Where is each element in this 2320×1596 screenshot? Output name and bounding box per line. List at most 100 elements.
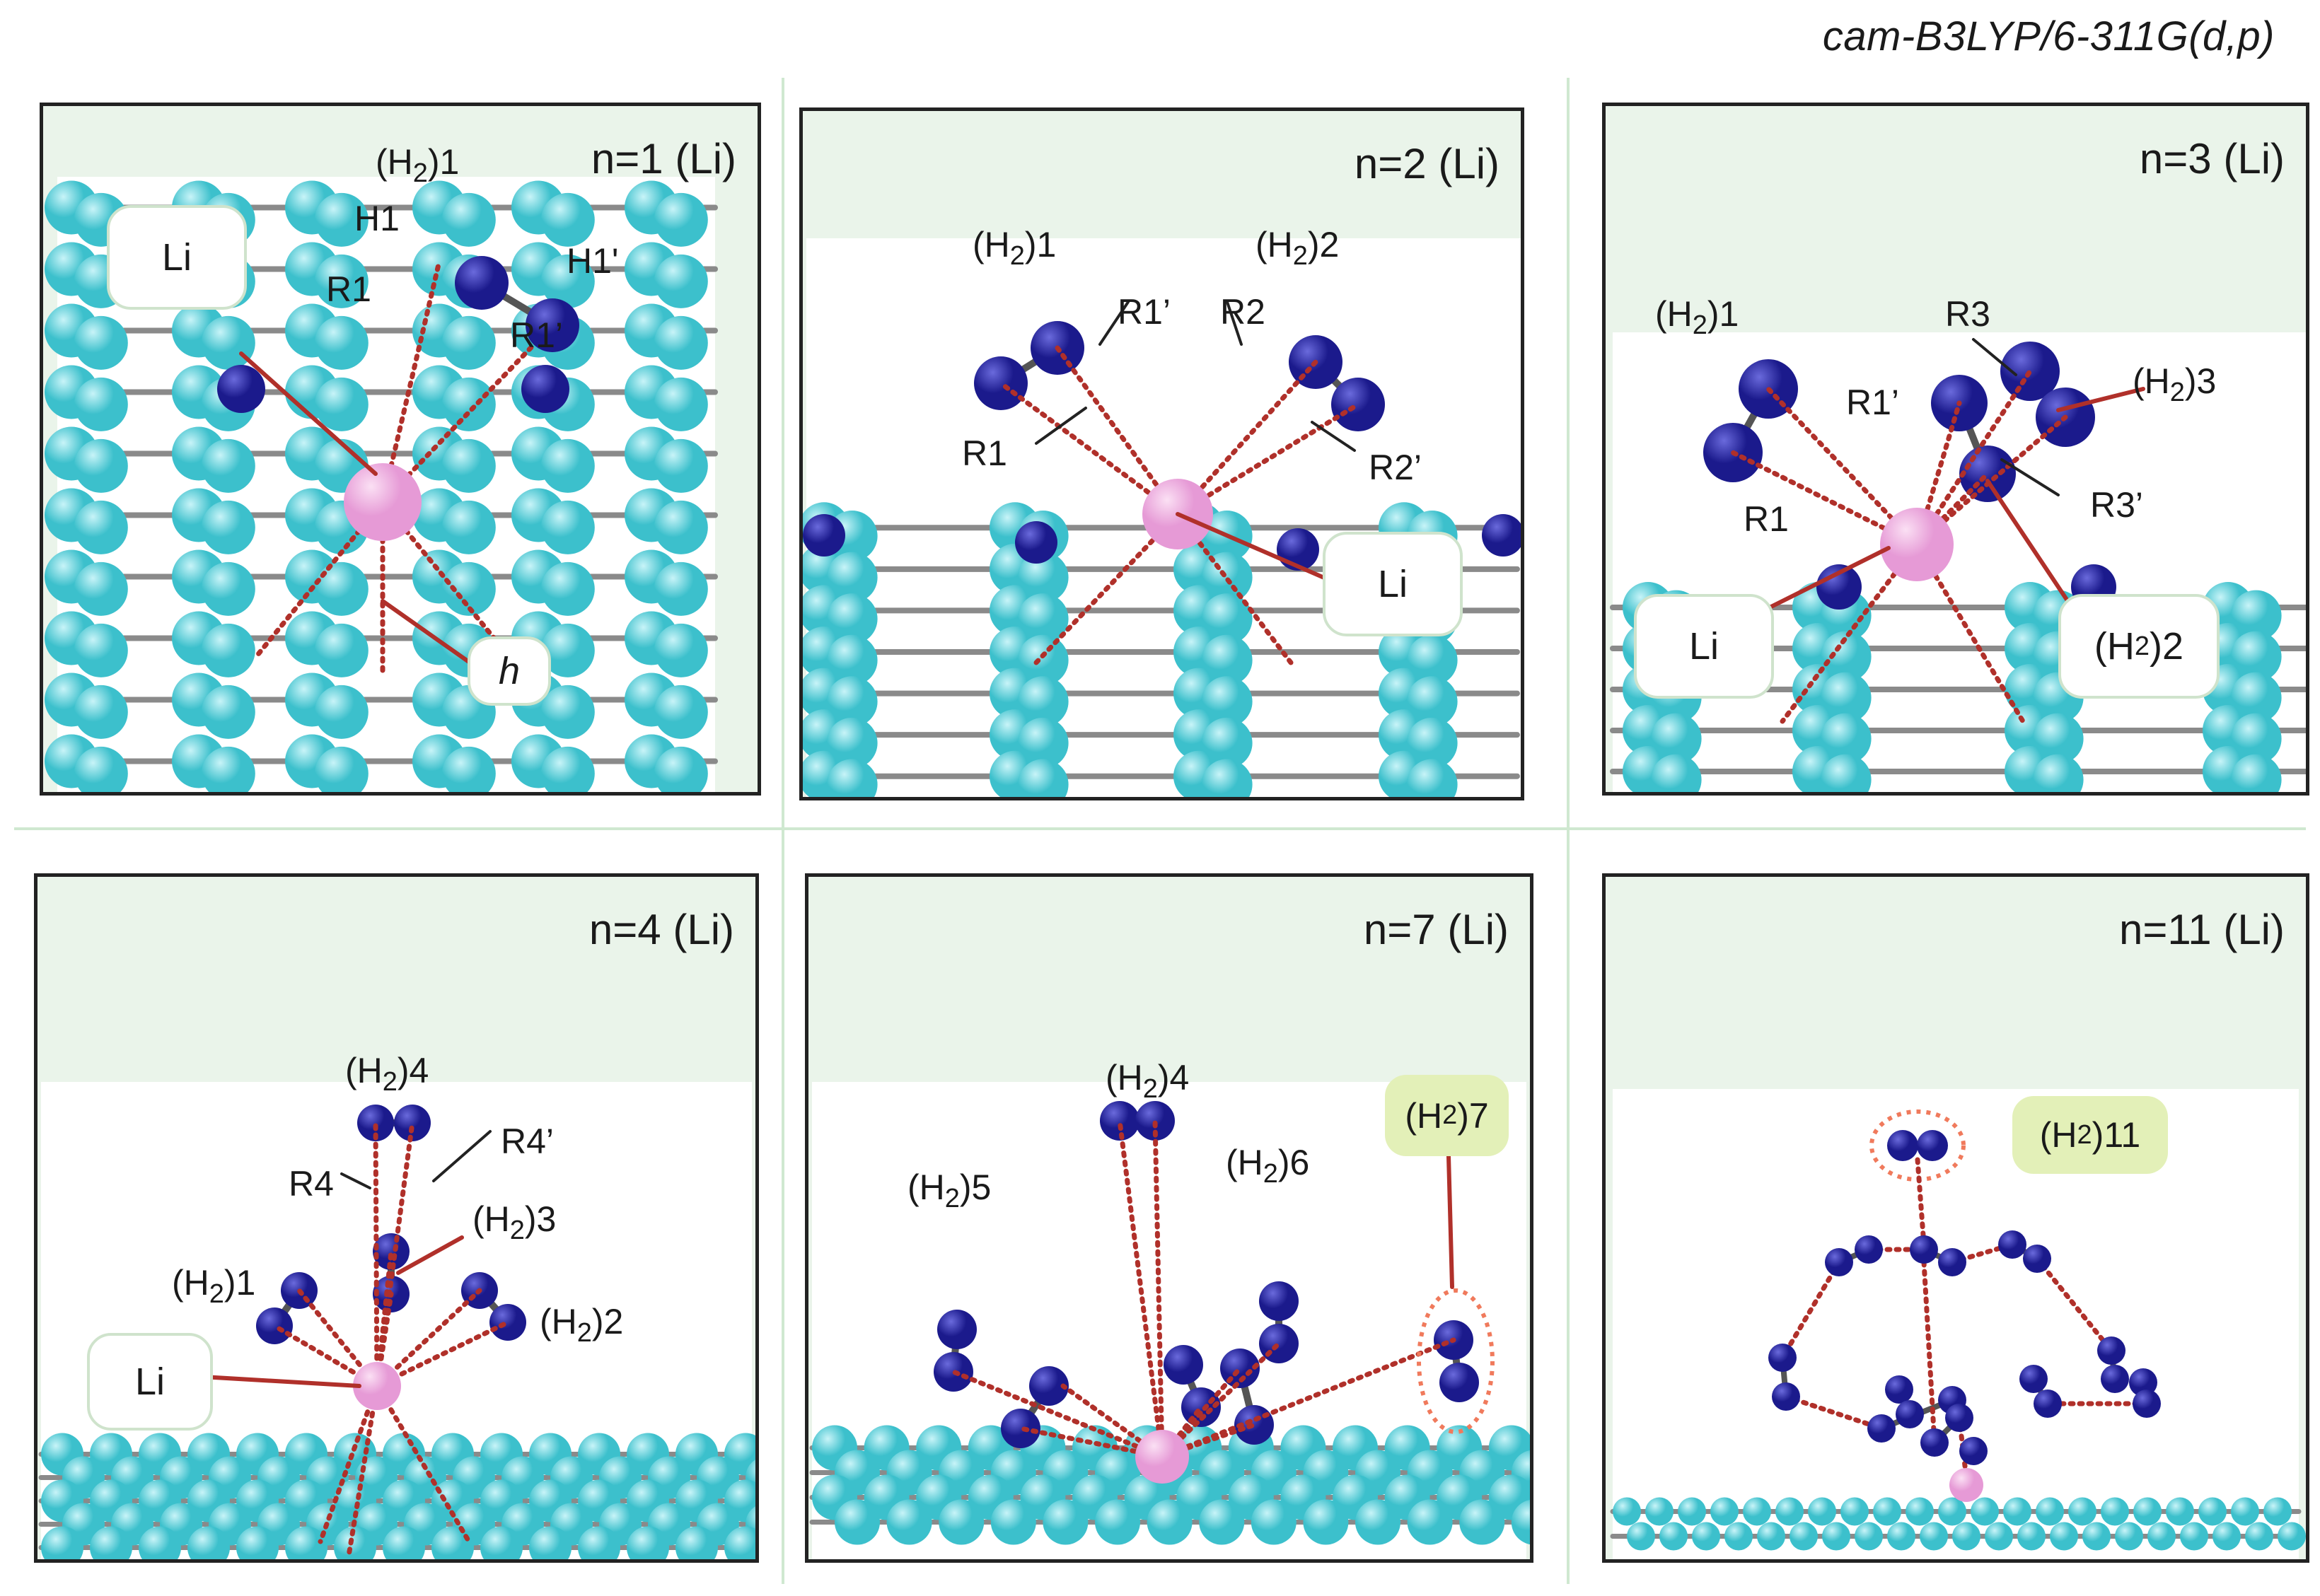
contact-line	[374, 1383, 472, 1544]
carbon-atom	[314, 685, 369, 739]
carbon-atom	[1775, 1497, 1804, 1526]
hydrogen-atom	[803, 514, 845, 557]
leader-line	[1311, 421, 1356, 452]
carbon-atom	[2036, 1497, 2064, 1526]
hydrogen-atom	[373, 1233, 410, 1270]
panel-n4: n=4 (Li) Li (H2)4 R4’ R4 (H2)3 (H2)1 (H2…	[34, 873, 759, 1563]
panel-title: n=7 (Li)	[1363, 906, 1509, 953]
carbon-atom	[675, 1526, 718, 1559]
carbon-atom	[1017, 634, 1069, 686]
hydrogen-atom	[217, 365, 265, 413]
carbon-atom	[1459, 1499, 1505, 1545]
label-h2-1: (H2)1	[1655, 294, 1739, 340]
hydrogen-atom	[1772, 1382, 1800, 1411]
hydrogen-atom	[2129, 1368, 2157, 1397]
carbon-atom	[74, 561, 128, 616]
carbon-atom	[1887, 1522, 1915, 1551]
carbon-atom	[74, 746, 128, 792]
label-r3-prime: R3’	[2090, 485, 2144, 525]
leader-line	[1752, 546, 1891, 617]
hydrogen-atom	[394, 1105, 431, 1141]
li-tag: Li	[87, 1333, 213, 1431]
carbon-atom	[2032, 754, 2084, 792]
leader-line	[1035, 407, 1087, 445]
carbon-atom	[314, 192, 369, 247]
carbon-atom	[236, 1526, 279, 1559]
carbon-atom	[74, 685, 128, 739]
carbon-atom	[2082, 1522, 2111, 1551]
carbon-atom	[1627, 1522, 1655, 1551]
hydrogen-atom	[1867, 1414, 1896, 1443]
contact-line	[1117, 1118, 1165, 1460]
label-r2: R2	[1220, 292, 1265, 332]
label-h2-5: (H2)5	[907, 1167, 992, 1213]
carbon-atom	[74, 623, 128, 677]
carbon-atom	[74, 315, 128, 370]
leader-line	[239, 351, 378, 476]
label-h2-1: (H2)1	[973, 225, 1057, 271]
carbon-atom	[1201, 759, 1253, 797]
carbon-atom	[627, 1526, 669, 1559]
carbon-atom	[1840, 1497, 1869, 1526]
carbon-atom	[1757, 1522, 1785, 1551]
carbon-atom	[74, 500, 128, 554]
molecule-scene-n7	[809, 1082, 1530, 1559]
carbon-atom	[1406, 634, 1458, 686]
label-h2-3: (H2)3	[472, 1199, 557, 1245]
panel-n1: n=1 (Li) Li h (H2)1 H1 H1' R1 R1’	[40, 103, 761, 796]
hydrogen-atom	[256, 1307, 293, 1344]
carbon-atom	[835, 1499, 880, 1545]
h2-7-outline	[1417, 1288, 1495, 1434]
hydrogen-atom	[2023, 1245, 2051, 1273]
carbon-atom	[383, 1526, 425, 1559]
carbon-atom	[1355, 1499, 1400, 1545]
carbon-atom	[201, 623, 255, 677]
carbon-atom	[578, 1526, 620, 1559]
carbon-atom	[1406, 717, 1458, 769]
hydrogen-atom	[1885, 1375, 1913, 1404]
carbon-atom	[1906, 1497, 1934, 1526]
carbon-atom	[1095, 1499, 1140, 1545]
carbon-atom	[1017, 552, 1069, 603]
molecule-scene-n11	[1610, 1089, 2306, 1559]
hydrogen-atom	[1959, 1437, 1988, 1465]
carbon-atom	[2278, 1522, 2306, 1551]
hydrogen-atom	[2019, 1365, 2048, 1393]
carbon-atom	[201, 438, 255, 493]
carbon-atom	[540, 685, 595, 739]
panel-title: n=4 (Li)	[588, 906, 734, 953]
carbon-atom	[540, 746, 595, 792]
carbon-atom	[314, 623, 369, 677]
hydrogen-atom	[1945, 1404, 1973, 1432]
carbon-atom	[654, 438, 708, 493]
carbon-atom	[1790, 1522, 1818, 1551]
carbon-atom	[441, 746, 496, 792]
hydrogen-atom	[1910, 1235, 1938, 1264]
contact-line	[1921, 1259, 1937, 1445]
carbon-atom	[285, 1526, 327, 1559]
hydrogen-atom	[1768, 1344, 1797, 1372]
carbon-atom	[1820, 754, 1872, 792]
contact-line	[1175, 359, 1318, 517]
carbon-atom	[201, 685, 255, 739]
panel-n2: n=2 (Li) Li (H2)1 (H2)2 R1’ R2 R1 R2’	[799, 107, 1524, 800]
carbon-atom	[1724, 1522, 1753, 1551]
label-r1-prime: R1’	[510, 315, 564, 355]
carbon-atom	[2166, 1497, 2194, 1526]
hydrogen-atom	[2097, 1336, 2125, 1365]
carbon-atom	[939, 1499, 985, 1545]
carbon-atom	[201, 500, 255, 554]
leader-line	[2056, 387, 2145, 412]
carbon-atom	[654, 623, 708, 677]
contact-line	[998, 380, 1181, 517]
carbon-atom	[540, 254, 595, 308]
carbon-atom	[826, 759, 878, 797]
hydrogen-atom	[1482, 514, 1521, 557]
label-h2-1: (H2)1	[172, 1263, 256, 1309]
carbon-atom	[2115, 1522, 2143, 1551]
contact-line	[373, 1120, 380, 1389]
carbon-atom	[2003, 1497, 2031, 1526]
